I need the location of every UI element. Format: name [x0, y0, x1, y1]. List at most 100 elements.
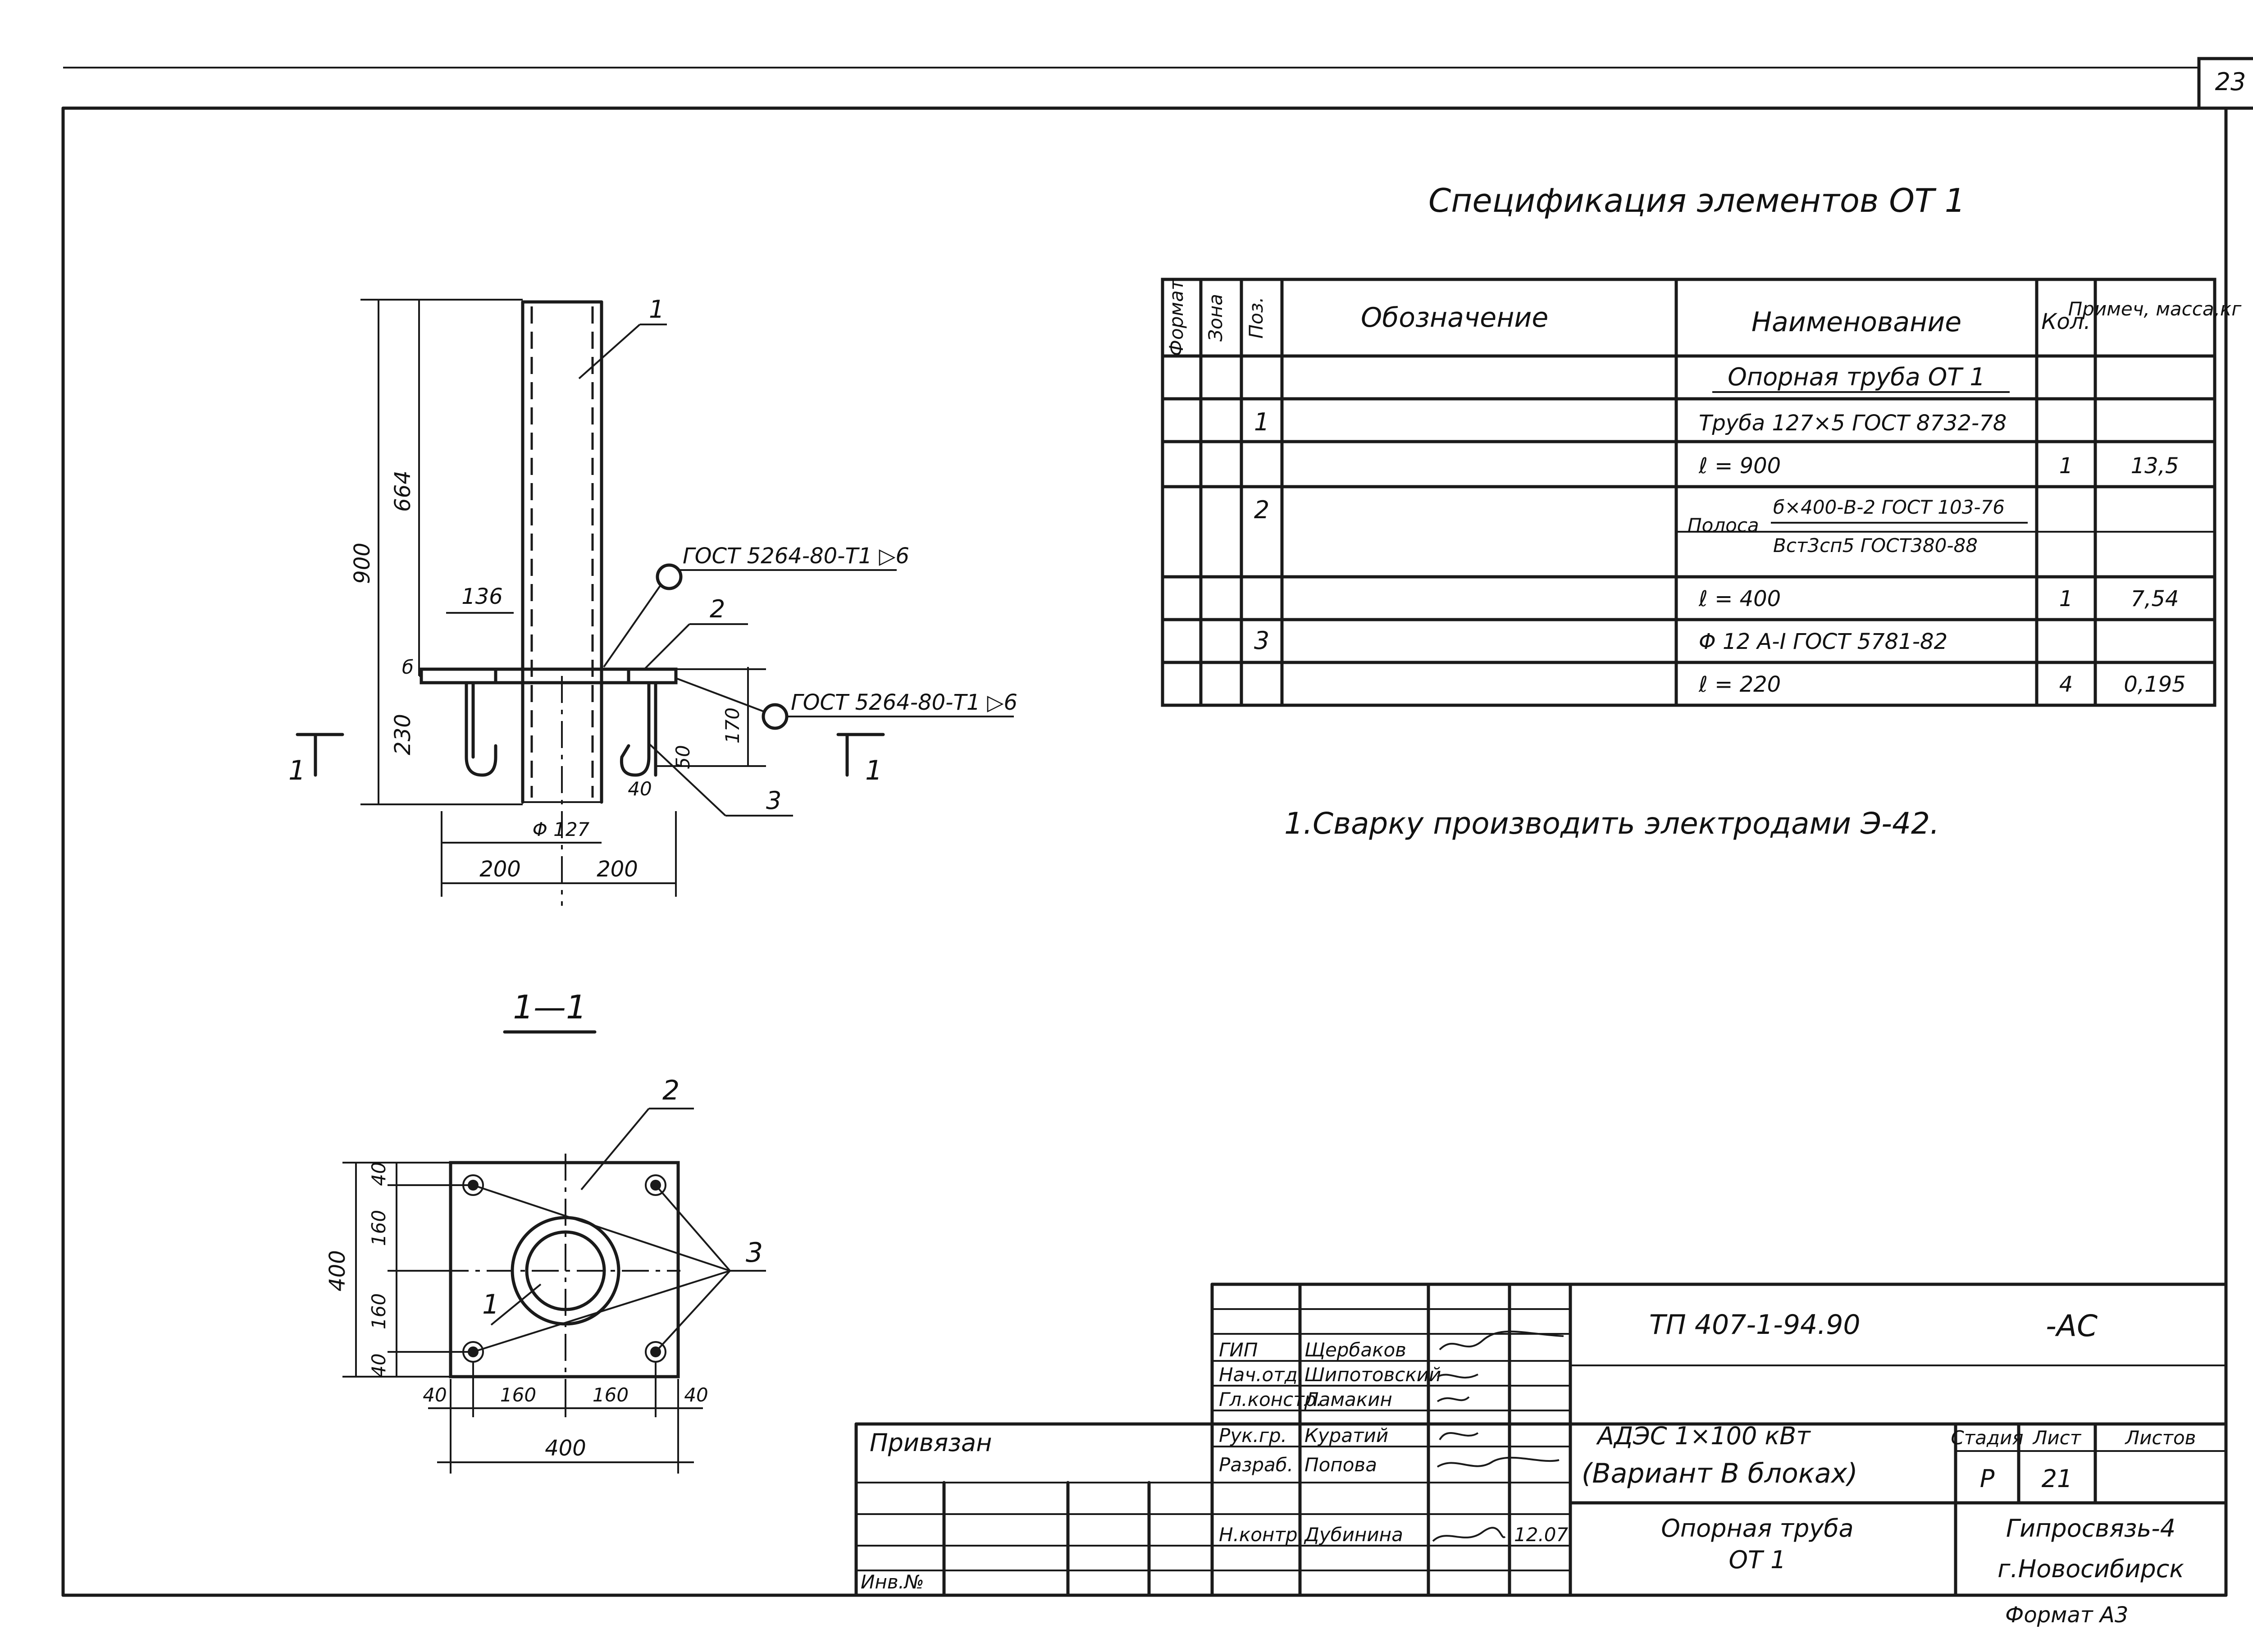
sheet-label: Лист	[2032, 1427, 2082, 1449]
spec-row-6-name: Φ 12 А-I ГОСТ 5781-82	[1699, 629, 1947, 654]
elevation-view: 900 664 230 136 б 170 50 40 Φ 127 200 20…	[288, 295, 1017, 906]
role-gl-konstr: Гл.констр.	[1219, 1388, 1323, 1410]
spec-row-2-pos: 1	[1254, 408, 1269, 436]
format-label: Формат А3	[2005, 1602, 2128, 1628]
section-pos-1: 1	[482, 1289, 499, 1320]
spec-row-5-qty: 1	[2059, 586, 2073, 612]
spec-row-5-note: 7,54	[2131, 586, 2179, 612]
section-overall-bottom: 400	[545, 1436, 586, 1461]
spec-row-3-name: ℓ = 900	[1698, 453, 1781, 479]
name-gl-konstr: Ламакин	[1304, 1388, 1392, 1410]
spec-row-5-name: ℓ = 400	[1698, 586, 1781, 612]
signature-n-kontr	[1432, 1527, 1506, 1542]
section-dim-left-3: 160	[368, 1293, 390, 1329]
sheets-label: Листов	[2125, 1427, 2196, 1449]
dim-40: 40	[628, 778, 652, 800]
spec-row-4-frac-top: б×400-В-2 ГОСТ 103-76	[1773, 496, 2005, 518]
sheet-number: 23	[2215, 68, 2246, 96]
name-razrab: Попова	[1304, 1454, 1377, 1476]
section-pos-2: 2	[662, 1075, 680, 1106]
sheet-value: 21	[2042, 1465, 2073, 1493]
section-dim-bottom-4: 40	[684, 1384, 708, 1406]
dim-900: 900	[350, 543, 375, 584]
spec-header-pos: Поз.	[1245, 297, 1267, 339]
spec-header-zone: Зона	[1204, 294, 1227, 342]
signature-ruk-gr	[1439, 1432, 1479, 1441]
section-mark-left: 1	[288, 755, 306, 786]
role-razrab: Разраб.	[1219, 1454, 1293, 1476]
spec-row-7-name: ℓ = 220	[1698, 672, 1781, 697]
section-dim-left-2: 160	[368, 1210, 390, 1246]
spec-row-2-name: Труба 127×5 ГОСТ 8732-78	[1699, 411, 2007, 436]
signature-nach-otd	[1437, 1374, 1478, 1379]
spec-header-name: Наименование	[1751, 306, 1961, 338]
title-block: ГИП Щербаков Нач.отд. Шипотовский Гл.кон…	[854, 1282, 2228, 1628]
dim-50: 50	[672, 745, 694, 769]
spec-header-designation: Обозначение	[1361, 302, 1548, 333]
role-n-kontr: Н.контр.	[1219, 1524, 1304, 1546]
section-dim-bottom-1: 40	[423, 1384, 447, 1406]
project-name: АДЭС 1×100 кВт	[1596, 1422, 1811, 1450]
role-nach-otd: Нач.отд.	[1219, 1364, 1304, 1386]
section-dim-left-4: 40	[368, 1353, 390, 1377]
welding-note: 1.Сварку производить электродами Э-42.	[1284, 806, 1939, 841]
dim-136: 136	[461, 584, 503, 609]
signature-gip	[1439, 1330, 1564, 1351]
spec-row-6-pos: 3	[1254, 626, 1269, 655]
spec-row-7-note: 0,195	[2124, 672, 2185, 697]
role-gip: ГИП	[1219, 1339, 1258, 1361]
spec-row-1-name: Опорная труба ОТ 1	[1728, 363, 1985, 391]
dim-6: б	[402, 656, 414, 678]
stage-value: Р	[1980, 1465, 1995, 1493]
name-nach-otd: Шипотовский	[1304, 1364, 1441, 1386]
elevation-pos-2: 2	[710, 595, 725, 623]
spec-row-4-name: Полоса	[1687, 514, 1759, 536]
section-dim-bottom-2: 160	[500, 1384, 536, 1406]
doc-code: ТП 407-1-94.90	[1649, 1309, 1861, 1341]
signature-gl-konstr	[1437, 1396, 1470, 1402]
spec-row-4-pos: 2	[1254, 496, 1269, 524]
date: 12.07	[1514, 1524, 1569, 1546]
spec-title: Спецификация элементов ОТ 1	[1428, 182, 1966, 219]
project-sub: (Вариант В блоках)	[1582, 1458, 1858, 1489]
dim-170: 170	[721, 707, 743, 744]
signature-razrab	[1437, 1456, 1560, 1468]
sheet-name: Опорная труба	[1661, 1514, 1853, 1542]
name-gip: Щербаков	[1304, 1339, 1406, 1361]
section-title: 1—1	[513, 988, 587, 1026]
spec-row-3-qty: 1	[2059, 453, 2073, 479]
doc-suffix: -АС	[2046, 1309, 2098, 1343]
org-city: г.Новосибирск	[1998, 1555, 2184, 1583]
name-ruk-gr: Куратий	[1304, 1424, 1388, 1447]
section-view: 1—1 3 2 1 400 40 160	[325, 988, 766, 1474]
sheet-name-2: ОТ 1	[1729, 1546, 1786, 1574]
spec-header-note: Примеч, масса,кг	[2068, 298, 2242, 320]
spec-row-7-qty: 4	[2059, 672, 2073, 697]
org-name: Гипросвязь-4	[2006, 1514, 2175, 1542]
inv-label: Инв.№	[861, 1571, 924, 1593]
dim-230: 230	[390, 714, 415, 755]
dim-phi127: Φ 127	[533, 818, 590, 840]
weld-label-1: ГОСТ 5264-80-Т1 ▷6	[683, 543, 909, 569]
name-n-kontr: Дубинина	[1304, 1524, 1403, 1546]
stage-label: Стадия	[1951, 1427, 2023, 1449]
spec-table: Формат Зона Поз. Обозначение Наименовани…	[1161, 278, 2242, 707]
section-dim-left-1: 40	[368, 1162, 390, 1186]
role-ruk-gr: Рук.гр.	[1219, 1424, 1287, 1447]
spec-header-format: Формат	[1165, 278, 1187, 356]
weld-label-2: ГОСТ 5264-80-Т1 ▷6	[791, 690, 1017, 715]
spec-row-3-note: 13,5	[2131, 453, 2179, 479]
dim-200-right: 200	[597, 857, 638, 882]
section-mark-right: 1	[865, 755, 882, 786]
elevation-pos-1: 1	[649, 295, 664, 324]
spec-header-qty: Кол.	[2041, 309, 2090, 334]
sheet-frame: 23	[61, 57, 2253, 1597]
spec-row-4-frac-bottom: Вст3сп5 ГОСТ380-88	[1773, 534, 1978, 557]
dim-200-left: 200	[479, 857, 521, 882]
section-dim-bottom-3: 160	[593, 1384, 629, 1406]
section-pos-3: 3	[746, 1237, 763, 1269]
section-overall-left: 400	[325, 1250, 350, 1291]
dim-664: 664	[390, 470, 415, 512]
elevation-pos-3: 3	[766, 786, 781, 815]
